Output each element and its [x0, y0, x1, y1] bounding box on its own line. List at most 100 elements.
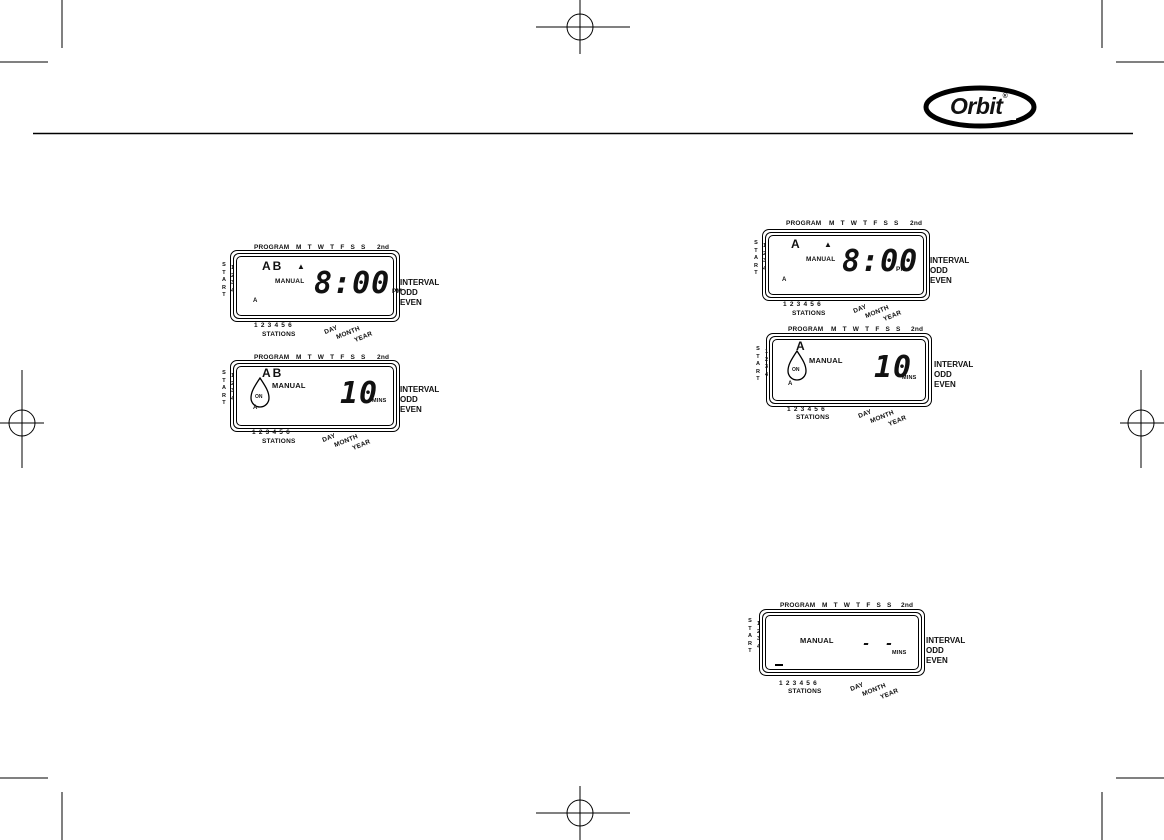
- day-label-sun: S: [887, 602, 892, 609]
- on-label: ON: [792, 367, 800, 373]
- start-number: 3: [757, 636, 761, 642]
- start-letter: T: [222, 269, 226, 276]
- odd-label: ODD: [934, 370, 952, 379]
- start-letter: R: [754, 262, 758, 269]
- stations-label: STATIONS: [796, 414, 830, 421]
- time-display: 8:00: [314, 266, 391, 301]
- start-letter: R: [756, 368, 760, 375]
- start-letters: S T A R T: [748, 618, 752, 656]
- orbit-logo-swoosh: [923, 85, 1037, 129]
- day-label-tue: T: [307, 354, 312, 361]
- manual-label: MANUAL: [806, 256, 836, 263]
- day-label-sat: S: [876, 602, 882, 609]
- interval-label: INTERVAL: [400, 278, 440, 287]
- interval-label: INTERVAL: [930, 256, 970, 265]
- start-letters: S T A R T: [222, 370, 226, 408]
- day-label-thu: T: [863, 220, 868, 227]
- station-indicator: A: [788, 381, 793, 387]
- on-label: ON: [255, 394, 263, 400]
- day-label-thu: T: [865, 326, 870, 333]
- program-label: PROGRAM: [254, 354, 290, 361]
- day-label-wed: W: [852, 326, 860, 333]
- program-indicator: AB: [262, 366, 284, 380]
- start-number: 2: [757, 628, 761, 635]
- start-numbers: 1 2 3 4: [763, 243, 766, 273]
- day-label-wed: W: [317, 354, 325, 361]
- lcd-panel-right-middle: PROGRAM M T W T F S S 2nd S T A R T 1 2 …: [754, 322, 974, 428]
- start-number: 1: [763, 243, 767, 249]
- start-letter: T: [754, 270, 758, 276]
- day-label-mon: M: [822, 602, 828, 609]
- start-letter: A: [756, 361, 760, 367]
- registration-mark-bottom: [536, 786, 630, 840]
- program-label: PROGRAM: [254, 244, 290, 251]
- registration-mark-left: [0, 370, 44, 468]
- even-label: EVEN: [400, 298, 422, 307]
- day-label-sun: S: [894, 220, 899, 227]
- day-label-mon: M: [296, 244, 302, 251]
- registered-mark: ®: [1002, 93, 1008, 100]
- station-dash: [775, 664, 783, 666]
- start-number: 3: [231, 280, 235, 286]
- start-letter: S: [756, 346, 760, 352]
- weekday-labels: M T W T F S S: [296, 354, 366, 361]
- interval-label: INTERVAL: [926, 636, 966, 645]
- pm-label: PM: [392, 288, 403, 295]
- day-label-tue: T: [833, 602, 838, 609]
- start-number: 3: [765, 364, 769, 370]
- day-label-sun: S: [361, 354, 366, 361]
- station-indicator: A: [253, 405, 258, 411]
- odd-label: ODD: [926, 646, 944, 655]
- day-label-tue: T: [307, 244, 312, 251]
- start-letter: A: [748, 633, 752, 639]
- registration-mark-right: [1120, 370, 1164, 468]
- start-letter: S: [222, 370, 226, 376]
- manual-label: MANUAL: [809, 356, 843, 365]
- start-numbers: 1 2 3 4: [231, 265, 234, 295]
- pm-label: PM: [896, 266, 907, 273]
- mode-labels: INTERVAL ODD EVEN: [400, 385, 439, 415]
- start-number: 4: [763, 265, 767, 272]
- start-letter: A: [222, 277, 226, 283]
- program-label: PROGRAM: [788, 326, 824, 333]
- start-numbers: 1 2 3 4: [765, 349, 768, 379]
- day-label-fri: F: [340, 354, 345, 361]
- odd-label: ODD: [930, 266, 948, 275]
- interval-label: INTERVAL: [400, 385, 440, 394]
- station-numbers: 1 2 3 4 5 6: [252, 429, 290, 436]
- stations-label: STATIONS: [792, 310, 826, 317]
- start-number: 4: [231, 395, 235, 402]
- day-label-sat: S: [350, 354, 356, 361]
- day-label-thu: T: [856, 602, 861, 609]
- manual-label: MANUAL: [275, 278, 305, 285]
- start-number: 1: [231, 265, 235, 271]
- day-label-sun: S: [361, 244, 366, 251]
- mode-labels: INTERVAL ODD EVEN: [926, 636, 965, 666]
- start-letter: T: [222, 292, 226, 298]
- start-number: 3: [763, 258, 767, 264]
- weekday-labels: M T W T F S S: [296, 244, 366, 251]
- start-number: 2: [231, 380, 235, 387]
- day-label-thu: T: [330, 354, 335, 361]
- day-label-sat: S: [350, 244, 356, 251]
- program-label: PROGRAM: [780, 602, 816, 609]
- start-letter: T: [756, 353, 760, 360]
- even-label: EVEN: [400, 405, 422, 414]
- day-label-wed: W: [850, 220, 858, 227]
- start-letters: S T A R T: [756, 346, 760, 384]
- registration-mark-top: [536, 0, 630, 54]
- odd-label: ODD: [400, 288, 418, 297]
- day-label-sun: S: [896, 326, 901, 333]
- arrow-up-icon: ▲: [824, 240, 832, 249]
- program-indicator: A: [791, 237, 802, 251]
- day-label-tue: T: [840, 220, 845, 227]
- second-label: 2nd: [377, 354, 390, 361]
- weekday-labels: M T W T F S S: [831, 326, 901, 333]
- start-number: 2: [765, 356, 769, 363]
- start-numbers: 1 2 3 4: [757, 621, 760, 651]
- mode-labels: INTERVAL ODD EVEN: [400, 278, 439, 308]
- start-letters: S T A R T: [754, 240, 758, 278]
- program-indicator: AB: [262, 259, 284, 273]
- watering-drop-icon: [787, 350, 807, 381]
